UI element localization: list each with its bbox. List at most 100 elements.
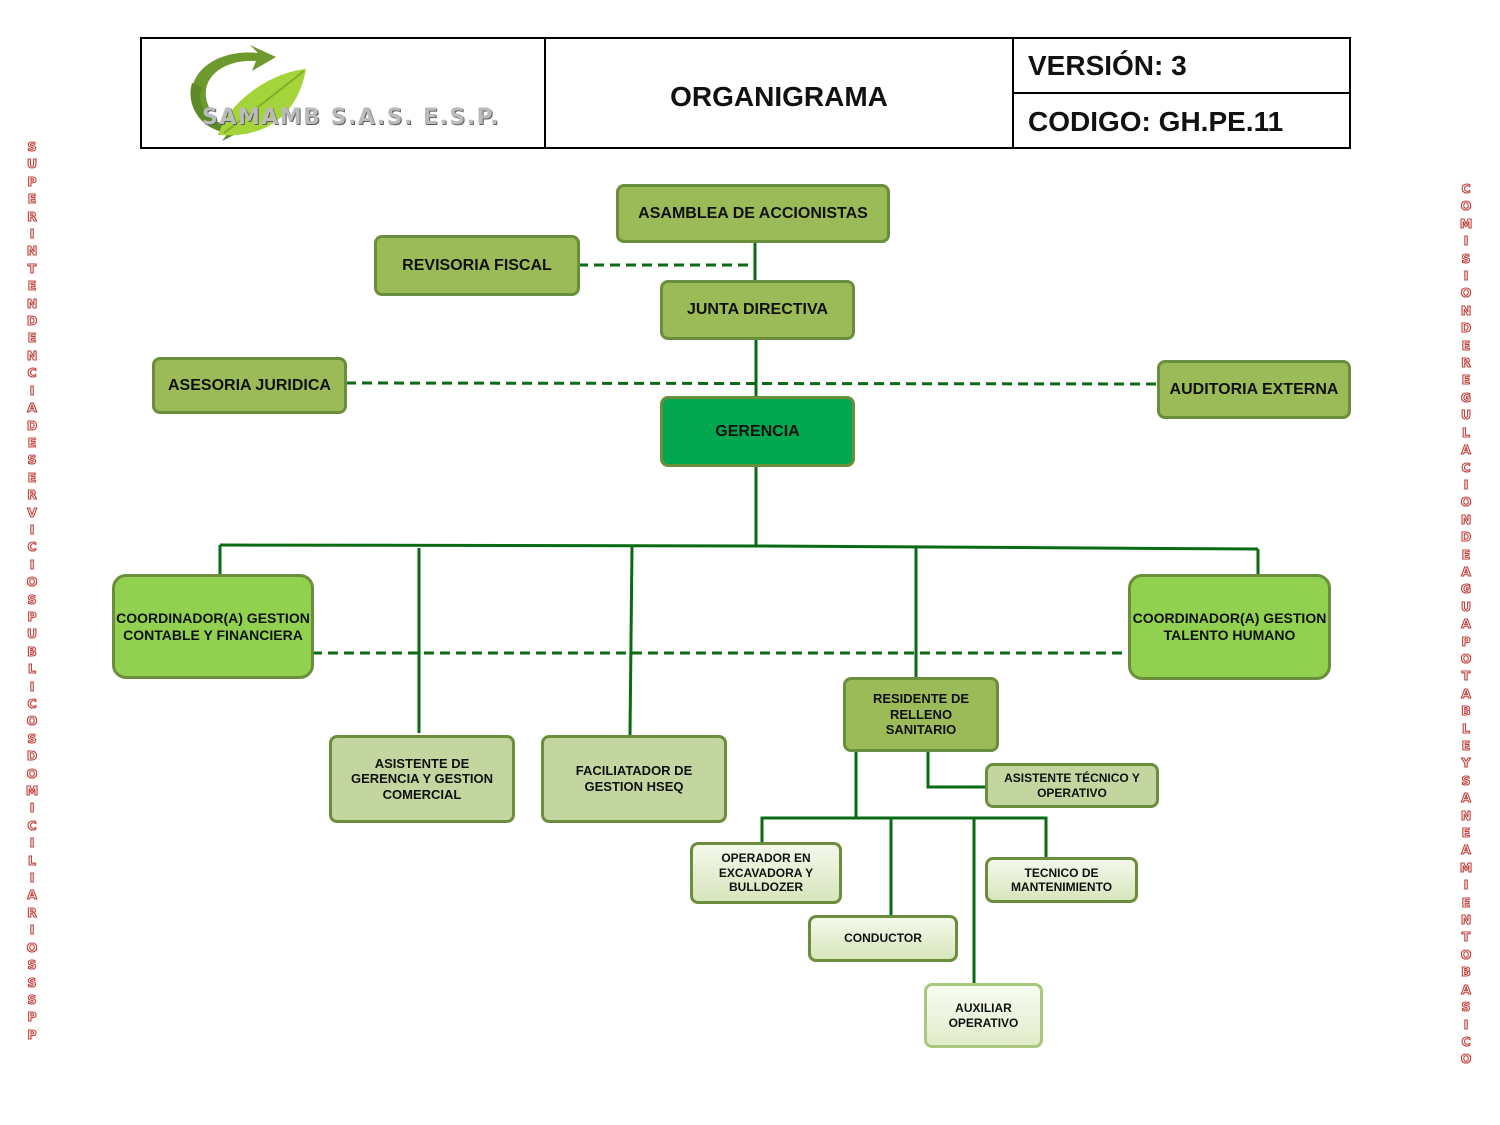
side-letter: N (1460, 911, 1472, 928)
side-letter: A (1461, 442, 1472, 458)
node-auditoria-externa: AUDITORIA EXTERNA (1157, 360, 1351, 419)
side-letter: I (29, 678, 35, 694)
recycle-leaf-logo-icon (190, 45, 306, 141)
side-letter: I (29, 382, 35, 398)
side-letter: A (27, 887, 38, 903)
side-letter: L (28, 661, 37, 677)
node-asamblea: ASAMBLEA DE ACCIONISTAS (616, 184, 890, 243)
side-letter: I (29, 225, 35, 242)
logo-wordmark: SAMAMB S.A.S. E.S.P. (202, 105, 500, 130)
side-letter: P (1461, 633, 1471, 649)
side-letter: S (1461, 250, 1471, 266)
side-letter: I (29, 869, 35, 886)
side-letter: C (27, 365, 37, 381)
side-letter: O (1460, 494, 1472, 510)
side-letter: C (27, 817, 37, 833)
side-letter: C (27, 695, 37, 711)
side-letter: I (29, 556, 35, 572)
side-letter: N (1460, 807, 1472, 823)
side-letter: D (26, 312, 38, 329)
side-letter: S (27, 957, 37, 973)
side-letter: N (26, 347, 38, 363)
node-asistente-gerencia: ASISTENTE DE GERENCIA Y GESTION COMERCIA… (329, 735, 515, 823)
node-operador-excavadora: OPERADOR EN EXCAVADORA Y BULLDOZER (690, 842, 842, 904)
side-letter: E (1461, 337, 1471, 353)
side-letter: N (26, 295, 38, 311)
side-letter: P (27, 1026, 37, 1042)
side-letter: O (1460, 1051, 1472, 1067)
side-letter: A (1461, 616, 1472, 632)
side-letter: L (1462, 424, 1471, 440)
version-label: VERSIÓN: 3 (1014, 39, 1349, 94)
side-letter: O (26, 713, 38, 729)
side-letter: O (1460, 198, 1472, 214)
side-letter: M (1459, 859, 1473, 875)
side-letter: V (27, 504, 38, 520)
side-letter: N (26, 243, 38, 259)
side-letter: O (26, 574, 38, 590)
side-letter: M (25, 782, 39, 799)
side-letter: O (1460, 285, 1472, 301)
side-letter: Y (1461, 755, 1471, 771)
side-letter: S (27, 591, 37, 607)
side-letter: R (27, 487, 38, 503)
logo-cell: SAMAMB S.A.S. E.S.P. (142, 39, 546, 147)
side-letter: A (1461, 842, 1472, 858)
side-letter: E (27, 278, 37, 294)
side-letter: T (1461, 929, 1471, 945)
node-junta-directiva: JUNTA DIRECTIVA (660, 280, 855, 340)
node-asistente-tecnico: ASISTENTE TÉCNICO Y OPERATIVO (985, 763, 1159, 808)
side-letter: A (1461, 981, 1472, 997)
node-revisoria-fiscal: REVISORIA FISCAL (374, 235, 580, 296)
side-letter: U (1460, 598, 1472, 614)
side-letter: B (27, 643, 38, 659)
side-letter: D (1460, 320, 1472, 336)
side-letter: A (1461, 685, 1472, 701)
side-letter: I (1463, 877, 1469, 893)
side-letter: B (1461, 964, 1472, 980)
code-label: CODIGO: GH.PE.11 (1028, 105, 1284, 137)
side-letter: E (1461, 824, 1471, 841)
side-letter: G (1460, 581, 1472, 597)
node-coordinador-contable: COORDINADOR(A) GESTION CONTABLE Y FINANC… (112, 574, 314, 679)
side-letter: L (28, 852, 37, 868)
side-letter: B (1461, 703, 1472, 719)
side-letter: T (27, 260, 37, 276)
side-letter: S (27, 991, 37, 1007)
side-letter: I (1463, 267, 1469, 284)
side-letter: I (1463, 1016, 1469, 1032)
side-letter: A (1461, 563, 1472, 579)
document-header: SAMAMB S.A.S. E.S.P. ORGANIGRAMA VERSIÓN… (140, 37, 1351, 149)
side-letter: E (1461, 372, 1471, 388)
node-residente-relleno: RESIDENTE DE RELLENO SANITARIO (843, 677, 999, 752)
node-asesoria-juridica: ASESORIA JURIDICA (152, 357, 347, 414)
node-tecnico-mantenimiento: TECNICO DE MANTENIMIENTO (985, 857, 1138, 903)
side-letter: T (1461, 668, 1471, 684)
side-letter: R (1461, 354, 1472, 371)
side-letter: O (1460, 946, 1472, 962)
side-letter: P (27, 1009, 37, 1025)
side-letter: S (27, 138, 37, 154)
side-letter: E (1461, 737, 1471, 753)
document-title: ORGANIGRAMA (546, 39, 1014, 147)
side-letter: S (27, 452, 37, 468)
side-letter: I (29, 521, 35, 537)
side-letter: O (1460, 650, 1472, 666)
document-meta: VERSIÓN: 3 CODIGO: GH.PE.11 (1014, 39, 1349, 147)
side-letter: D (26, 417, 38, 433)
side-letter: E (27, 330, 37, 346)
side-letter: R (27, 904, 38, 920)
side-letter: E (27, 434, 37, 450)
side-letter: I (1463, 476, 1469, 492)
node-coordinador-talento: COORDINADOR(A) GESTION TALENTO HUMANO (1128, 574, 1331, 680)
node-auxiliar-operativo: AUXILIAR OPERATIVO (924, 983, 1043, 1048)
side-letter: G (1460, 389, 1472, 405)
side-letter: N (1460, 511, 1472, 527)
side-letter: D (1460, 529, 1472, 545)
side-letter: P (27, 173, 37, 189)
node-facilitador-hseq: FACILIATADOR DE GESTION HSEQ (541, 735, 727, 823)
side-letter: O (26, 939, 38, 955)
node-gerencia: GERENCIA (660, 396, 855, 467)
node-conductor: CONDUCTOR (808, 915, 958, 962)
